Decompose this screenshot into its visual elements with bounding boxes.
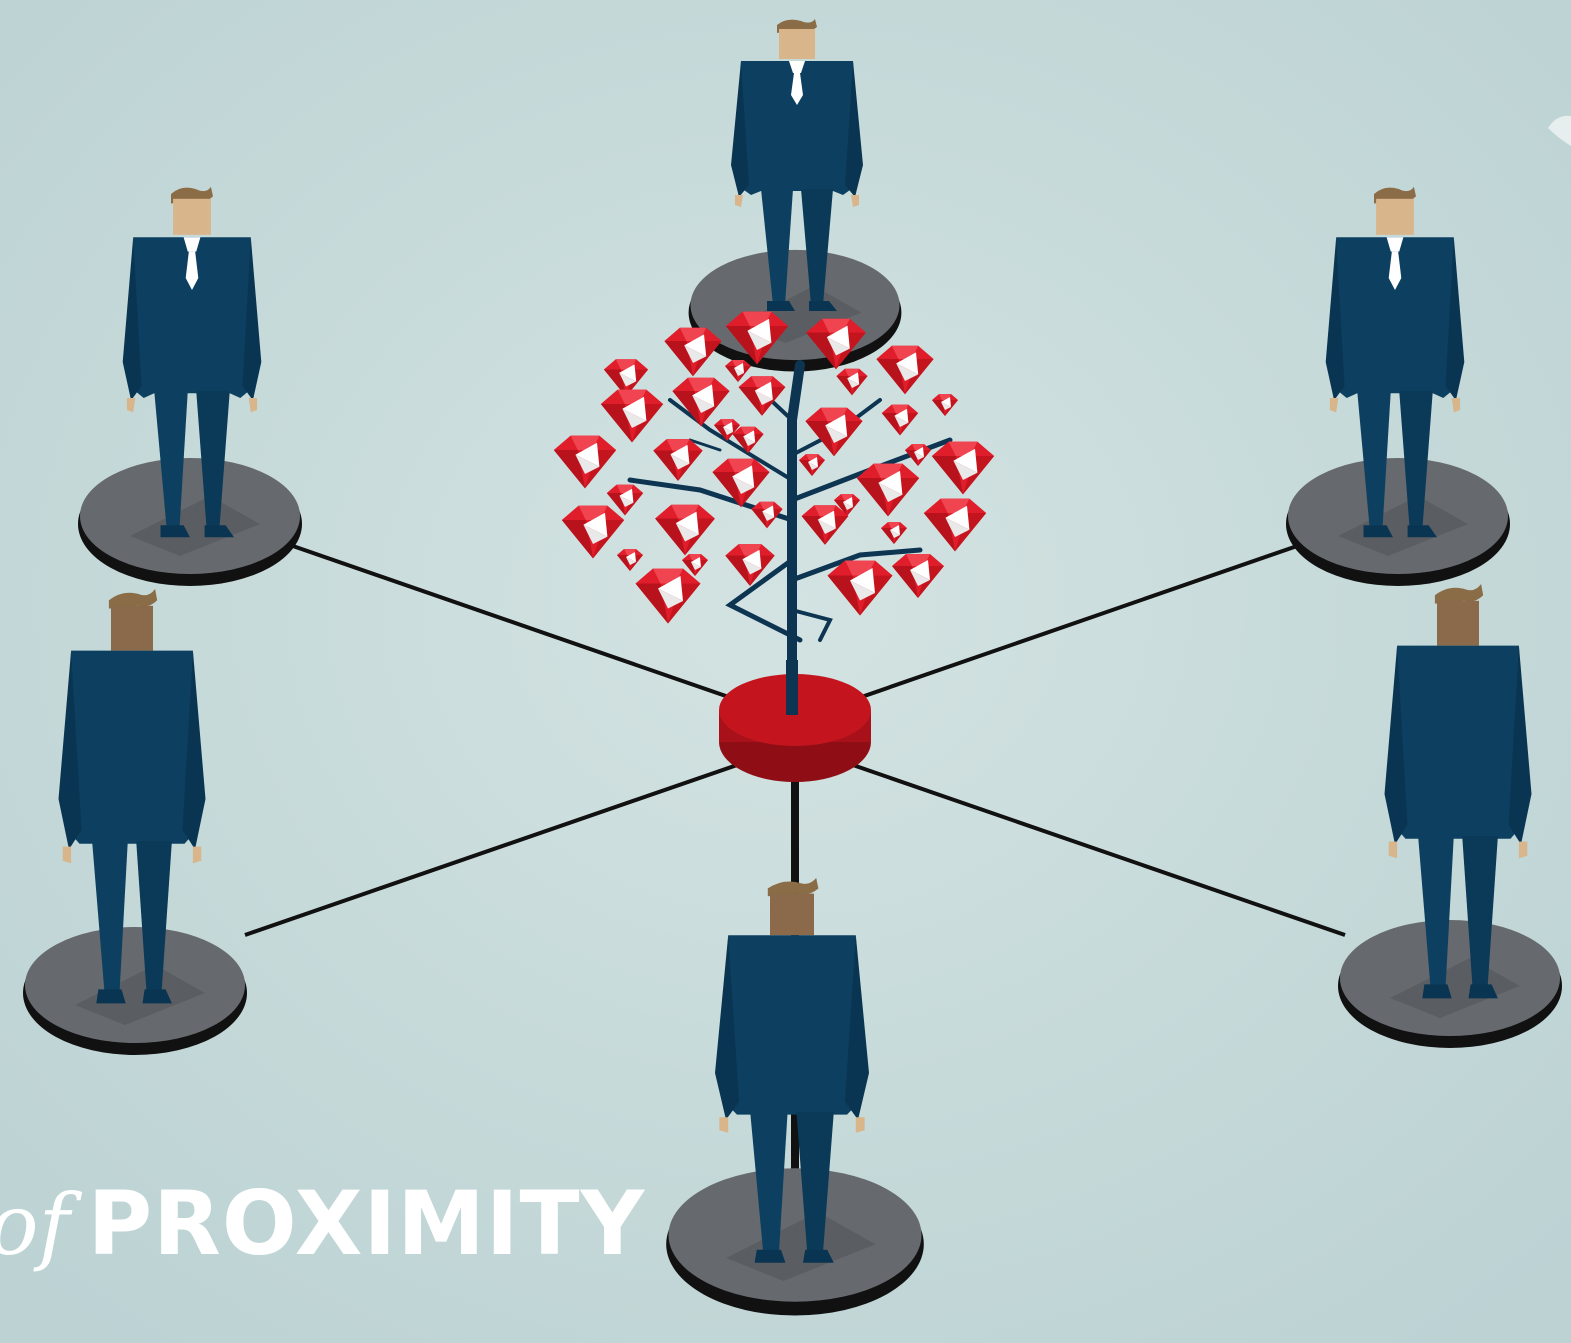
caption: ofPROXIMITY bbox=[0, 1180, 645, 1268]
caption-prefix: of bbox=[0, 1176, 70, 1274]
platform-lower-right bbox=[1338, 920, 1562, 1048]
caption-word: PROXIMITY bbox=[87, 1172, 646, 1275]
hub-platform-icon bbox=[719, 660, 871, 782]
platform-bottom bbox=[666, 1168, 924, 1316]
platform-upper-right bbox=[1286, 458, 1510, 586]
platform-lower-left bbox=[23, 927, 247, 1055]
gem-tree-icon bbox=[553, 311, 995, 720]
corner-arc bbox=[1548, 115, 1571, 146]
platform-upper-left bbox=[78, 458, 302, 586]
platform-top bbox=[688, 249, 902, 372]
